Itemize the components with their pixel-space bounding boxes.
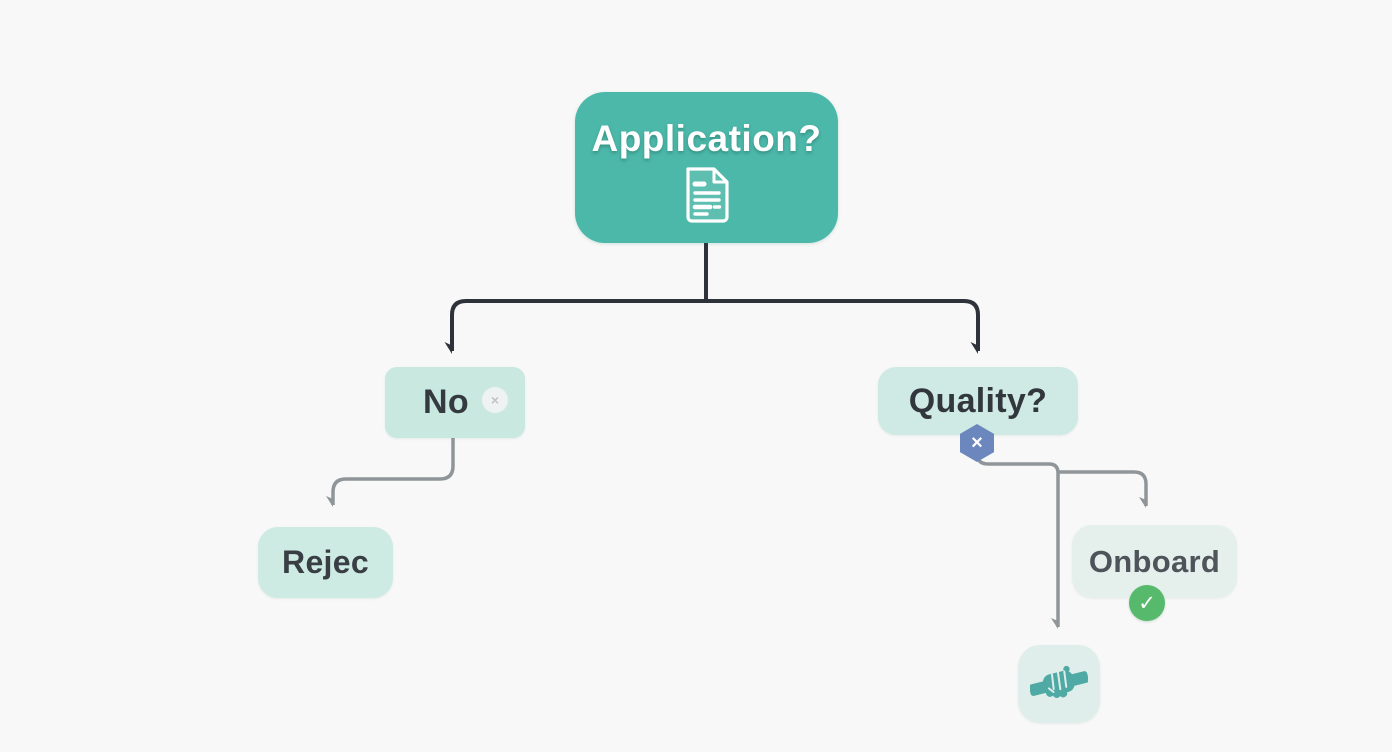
x-icon: × <box>490 392 500 408</box>
handshake-icon <box>1030 660 1088 708</box>
document-icon <box>681 166 733 224</box>
node-application-label: Application? <box>591 117 822 159</box>
x-circle-badge: × <box>482 387 508 413</box>
node-no-label: No <box>423 383 469 421</box>
node-quality: Quality? <box>878 367 1078 435</box>
node-handshake <box>1018 645 1100 723</box>
node-reject: Rejec <box>258 527 393 598</box>
check-icon: ✓ <box>1138 591 1156 615</box>
node-onboard: Onboard <box>1072 525 1237 598</box>
node-quality-label: Quality? <box>908 381 1048 420</box>
node-reject-label: Rejec <box>282 544 369 580</box>
node-no: No <box>385 367 525 438</box>
node-application: Application? <box>575 92 838 243</box>
node-onboard-label: Onboard <box>1088 543 1221 579</box>
check-badge: ✓ <box>1129 585 1165 621</box>
x-icon: × <box>971 431 983 454</box>
